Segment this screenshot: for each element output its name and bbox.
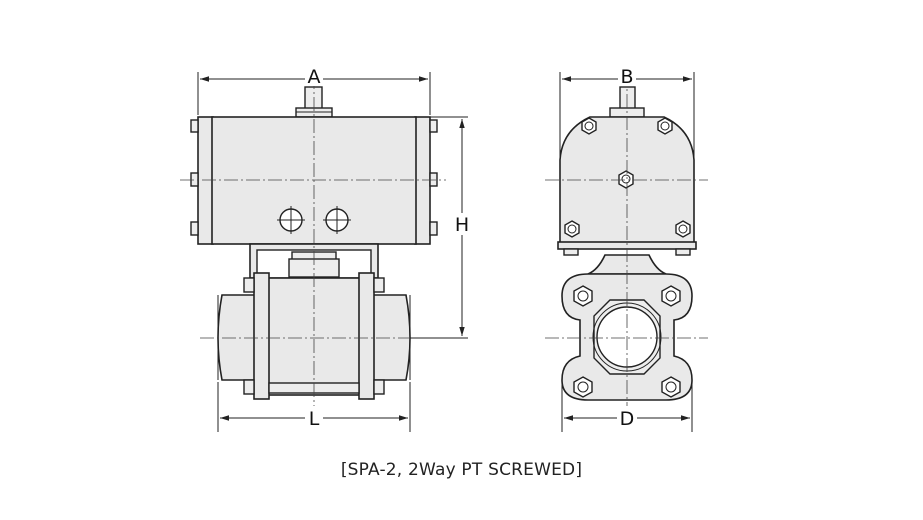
front-view [180,75,446,408]
side-view [545,72,708,408]
air-port-right [323,206,351,234]
figure-caption: [SPA-2, 2Way PT SCREWED] [340,460,583,480]
hex-bolt-icon [573,376,593,398]
dimension-label-h: H [455,214,469,236]
dimension-label-b: B [620,66,633,88]
dimension-label-d: D [620,408,635,430]
dimension-label-l: L [309,408,320,430]
hex-bolt-icon [661,285,681,307]
hex-bolt-icon [573,285,593,307]
hex-bolt-icon [675,220,691,238]
hex-bolt-icon [618,170,634,189]
hex-bolt-icon [661,376,681,398]
hex-bolt-icon [581,117,597,135]
hex-bolt-icon [657,117,673,135]
dimension-label-a: A [308,66,321,88]
air-port-left [277,206,305,234]
hex-bolt-icon [564,220,580,238]
